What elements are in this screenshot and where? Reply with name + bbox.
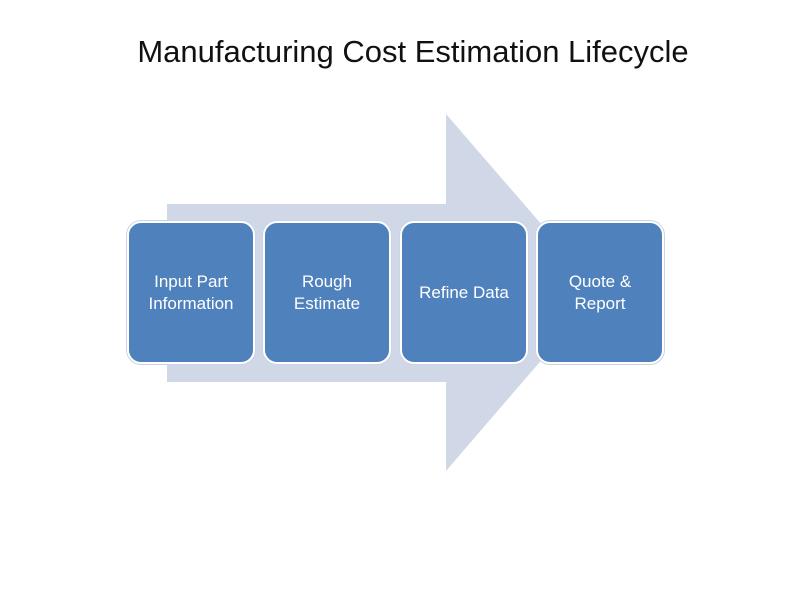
- step-refine-data: Refine Data: [400, 221, 528, 364]
- step-label: Refine Data: [419, 282, 509, 302]
- step-label: Rough Estimate: [293, 271, 361, 313]
- diagram-title: Manufacturing Cost Estimation Lifecycle: [137, 34, 689, 69]
- step-label: Input Part Information: [148, 271, 234, 313]
- step-rough-estimate: Rough Estimate: [263, 221, 391, 364]
- step-label: Quote & Report: [568, 271, 632, 313]
- step-input-part-information: Input Part Information: [127, 221, 255, 364]
- step-quote-and-report: Quote & Report: [536, 221, 664, 364]
